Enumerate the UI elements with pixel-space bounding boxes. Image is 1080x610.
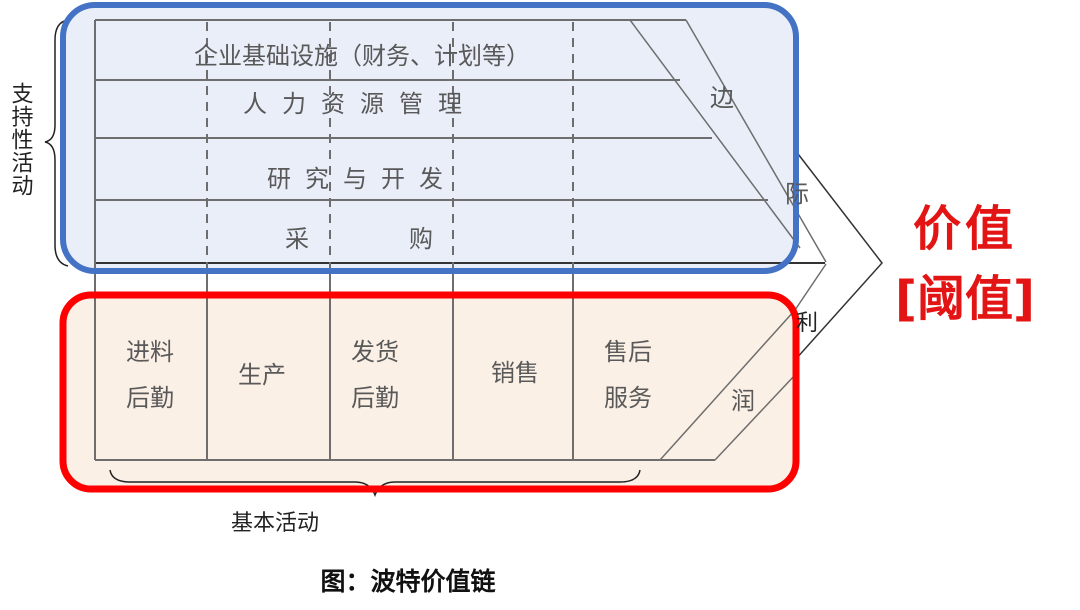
figure-caption: 图：波特价值链 bbox=[320, 567, 495, 596]
row-infrastructure: 企业基础设施（财务、计划等） bbox=[194, 42, 530, 70]
value-label: 价值 bbox=[913, 201, 1017, 257]
threshold-label: [阈值] bbox=[895, 271, 1035, 327]
margin-char-1: 边 bbox=[710, 84, 734, 112]
row-procurement-1: 采 bbox=[285, 225, 309, 253]
cell-operations: 生产 bbox=[238, 361, 286, 389]
cell-sales: 销售 bbox=[491, 359, 539, 387]
primary-label: 基本活动 bbox=[231, 511, 319, 536]
support-highlight-box bbox=[60, 2, 799, 274]
primary-highlight-fill bbox=[63, 295, 796, 489]
primary-brace bbox=[109, 469, 641, 498]
cell-outbound-1: 发货 bbox=[351, 338, 399, 366]
cell-inbound-2: 后勤 bbox=[126, 384, 174, 412]
cell-inbound-1: 进料 bbox=[126, 338, 174, 366]
support-brace bbox=[44, 19, 69, 267]
cell-service-2: 服务 bbox=[604, 384, 652, 412]
support-label: 支持性活动 bbox=[8, 82, 34, 197]
primary-highlight-box bbox=[59, 291, 800, 493]
row-rnd: 研究与开发 bbox=[267, 165, 457, 193]
cell-outbound-2: 后勤 bbox=[351, 384, 399, 412]
row-hr: 人力资源管理 bbox=[243, 90, 477, 118]
cell-service-1: 售后 bbox=[604, 338, 652, 366]
row-procurement-2: 购 bbox=[409, 225, 433, 253]
margin-char-2: 际 bbox=[785, 180, 809, 208]
margin-char-4: 润 bbox=[731, 387, 755, 415]
margin-char-3: 利 bbox=[796, 311, 818, 336]
